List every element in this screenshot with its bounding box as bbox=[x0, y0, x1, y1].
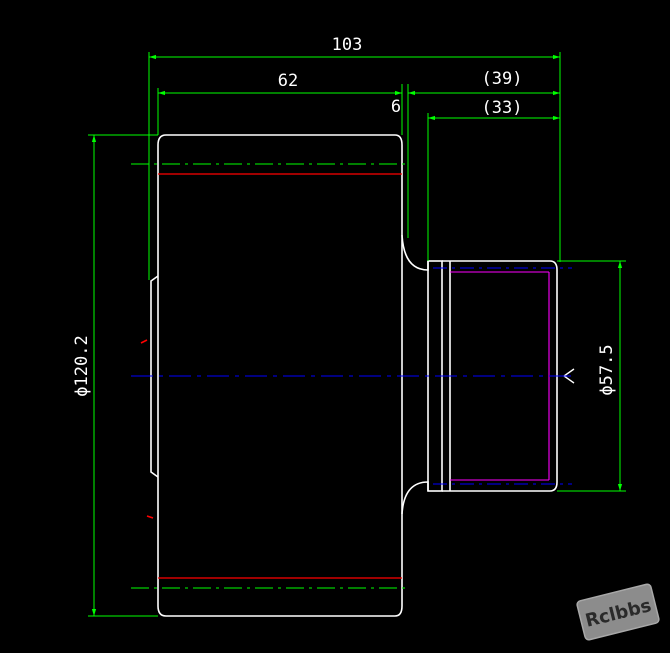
neck-lower bbox=[401, 481, 429, 515]
dim-text-body-length: 62 bbox=[278, 71, 298, 91]
dim-text-ref-outer: (39) bbox=[482, 69, 523, 89]
red-tick-lower bbox=[146, 515, 154, 519]
body-outline bbox=[157, 134, 403, 617]
red-tick-upper bbox=[140, 339, 148, 344]
dim-text-outer-diameter: ϕ120.2 bbox=[72, 335, 92, 396]
center-lines bbox=[131, 163, 572, 589]
dimension-texts: 103 62 6 (39) (33) ϕ120.2 ϕ57.5 bbox=[72, 35, 617, 397]
dim-text-groove-width: 6 bbox=[391, 97, 401, 117]
watermark-badge bbox=[576, 583, 660, 641]
dim-text-ref-inner: (33) bbox=[482, 98, 523, 118]
dim-text-overall-length: 103 bbox=[332, 35, 363, 55]
neck-upper bbox=[401, 234, 429, 271]
dim-text-shaft-diameter: ϕ57.5 bbox=[597, 344, 617, 395]
watermark: Rclbbs bbox=[576, 583, 660, 641]
dimension-lines bbox=[88, 52, 626, 617]
